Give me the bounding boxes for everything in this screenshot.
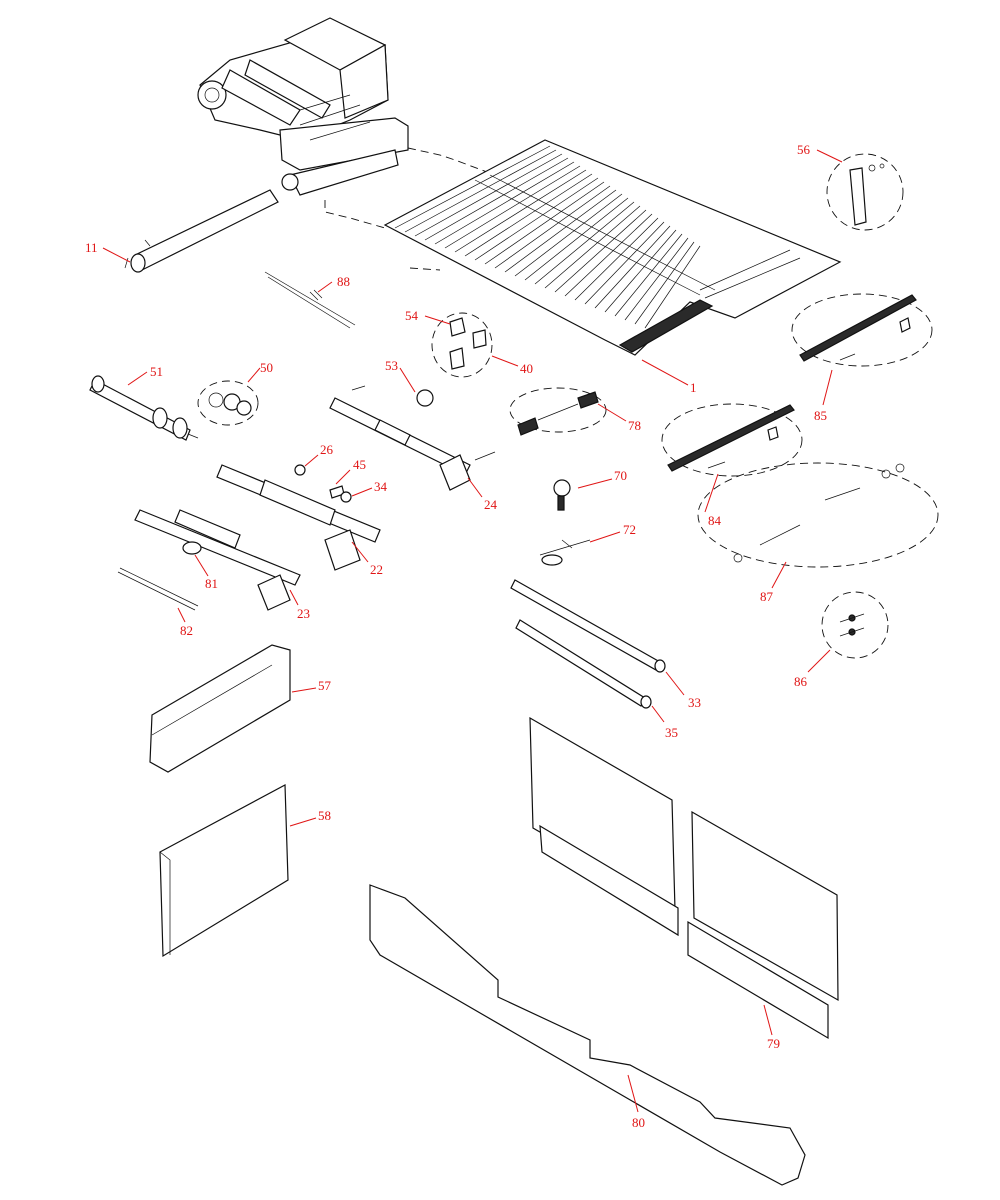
callout-24: 24	[484, 497, 498, 512]
callout-45: 45	[353, 457, 366, 472]
callout-11: 11	[85, 240, 98, 255]
leader-56	[816, 149, 843, 163]
leader-40	[491, 355, 519, 367]
callout-81: 81	[205, 576, 218, 591]
panel-58	[159, 784, 289, 958]
part-85-detail	[791, 293, 933, 367]
leader-26	[304, 454, 319, 467]
callout-79: 79	[767, 1036, 780, 1051]
leader-22	[351, 541, 369, 563]
leader-57	[291, 687, 317, 693]
callout-56: 56	[797, 142, 811, 157]
cable-88	[264, 271, 356, 329]
key-70	[553, 479, 571, 511]
callout-88: 88	[337, 274, 350, 289]
lift-frame-assembly	[197, 17, 409, 196]
shaft-11	[124, 189, 279, 273]
part-56-detail	[826, 153, 904, 231]
callout-85: 85	[814, 408, 827, 423]
leader-80	[627, 1074, 639, 1113]
leader-78	[597, 403, 627, 422]
leader-81	[194, 554, 209, 577]
leader-58	[289, 817, 317, 827]
callout-84: 84	[708, 513, 722, 528]
part-84-detail	[661, 403, 803, 477]
callout-40: 40	[520, 361, 533, 376]
cylinder-51	[89, 375, 199, 441]
leader-54	[424, 315, 451, 325]
leader-23	[289, 589, 299, 606]
callout-78: 78	[628, 418, 641, 433]
callout-50: 50	[260, 360, 273, 375]
callout-58: 58	[318, 808, 331, 823]
cylinder-assembly-24	[329, 385, 496, 491]
cylinder-assembly-23	[134, 509, 301, 611]
callout-54: 54	[405, 308, 419, 323]
callout-23: 23	[297, 606, 310, 621]
callout-1: 1	[690, 380, 697, 395]
part-87-detail	[697, 462, 939, 568]
part-40-bracket-kit	[431, 312, 493, 378]
leader-1	[641, 359, 689, 386]
callout-35: 35	[665, 725, 678, 740]
panel-80	[369, 884, 806, 1186]
callout-53: 53	[385, 358, 398, 373]
callout-34: 34	[374, 479, 388, 494]
callout-70: 70	[614, 468, 627, 483]
leader-45	[335, 469, 351, 485]
leader-86	[807, 649, 831, 673]
part-86-detail	[821, 591, 889, 659]
platform	[383, 139, 842, 356]
leader-35	[651, 705, 665, 723]
leader-72	[589, 531, 621, 543]
callout-layer: 11 88 56 54 40 1 51 50 53 78 85 26 45 34…	[85, 142, 843, 1130]
small-fittings	[294, 464, 352, 503]
callout-72: 72	[623, 522, 636, 537]
callout-87: 87	[760, 589, 774, 604]
leader-50	[247, 367, 261, 383]
callout-22: 22	[370, 562, 383, 577]
part-72	[539, 539, 591, 566]
callout-80: 80	[632, 1115, 645, 1130]
leader-85	[822, 369, 833, 406]
leader-11	[102, 247, 131, 263]
leader-79	[763, 1004, 773, 1036]
leader-53	[399, 367, 416, 393]
callout-33: 33	[688, 695, 701, 710]
leader-88	[317, 281, 333, 293]
leader-24	[467, 477, 483, 498]
leader-87	[771, 561, 787, 589]
panel-79	[529, 716, 839, 1040]
leader-51	[127, 371, 148, 386]
rod-33	[510, 579, 666, 673]
callout-51: 51	[150, 364, 163, 379]
leader-34	[351, 487, 373, 497]
leader-33	[665, 671, 685, 696]
leader-70	[577, 478, 613, 489]
callout-82: 82	[180, 623, 193, 638]
callout-26: 26	[320, 442, 334, 457]
cylinder-22	[216, 464, 381, 571]
rod-35	[515, 619, 652, 709]
callout-57: 57	[318, 678, 332, 693]
leader-84	[704, 473, 719, 513]
part-50-seal-kit	[197, 380, 259, 426]
callout-86: 86	[794, 674, 808, 689]
cable-82	[117, 567, 199, 611]
part-78-detail	[509, 387, 607, 436]
cover-57	[149, 644, 291, 773]
leader-82	[177, 607, 186, 623]
